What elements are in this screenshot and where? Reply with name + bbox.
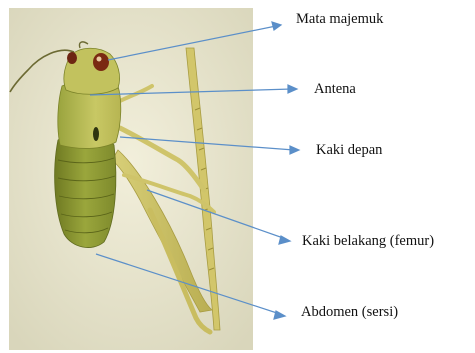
spiracle-spot xyxy=(93,127,99,141)
compound-eye-left xyxy=(67,52,77,64)
arrowhead-kaki-depan xyxy=(290,146,299,154)
compound-eye-highlight xyxy=(97,57,102,62)
label-mata-majemuk: Mata majemuk xyxy=(296,12,383,27)
arrowhead-abdomen xyxy=(274,311,285,319)
label-kaki-belakang-femur: Kaki belakang (femur) xyxy=(302,234,434,249)
abdomen xyxy=(55,134,116,248)
arrowhead-antena xyxy=(288,85,297,93)
label-abdomen-sersi: Abdomen (sersi) xyxy=(301,305,398,320)
arrowhead-mata-majemuk xyxy=(272,22,281,30)
arrowhead-kaki-belakang xyxy=(279,236,290,244)
label-antena: Antena xyxy=(314,82,356,97)
label-kaki-depan: Kaki depan xyxy=(316,143,382,158)
compound-eye xyxy=(93,53,109,71)
